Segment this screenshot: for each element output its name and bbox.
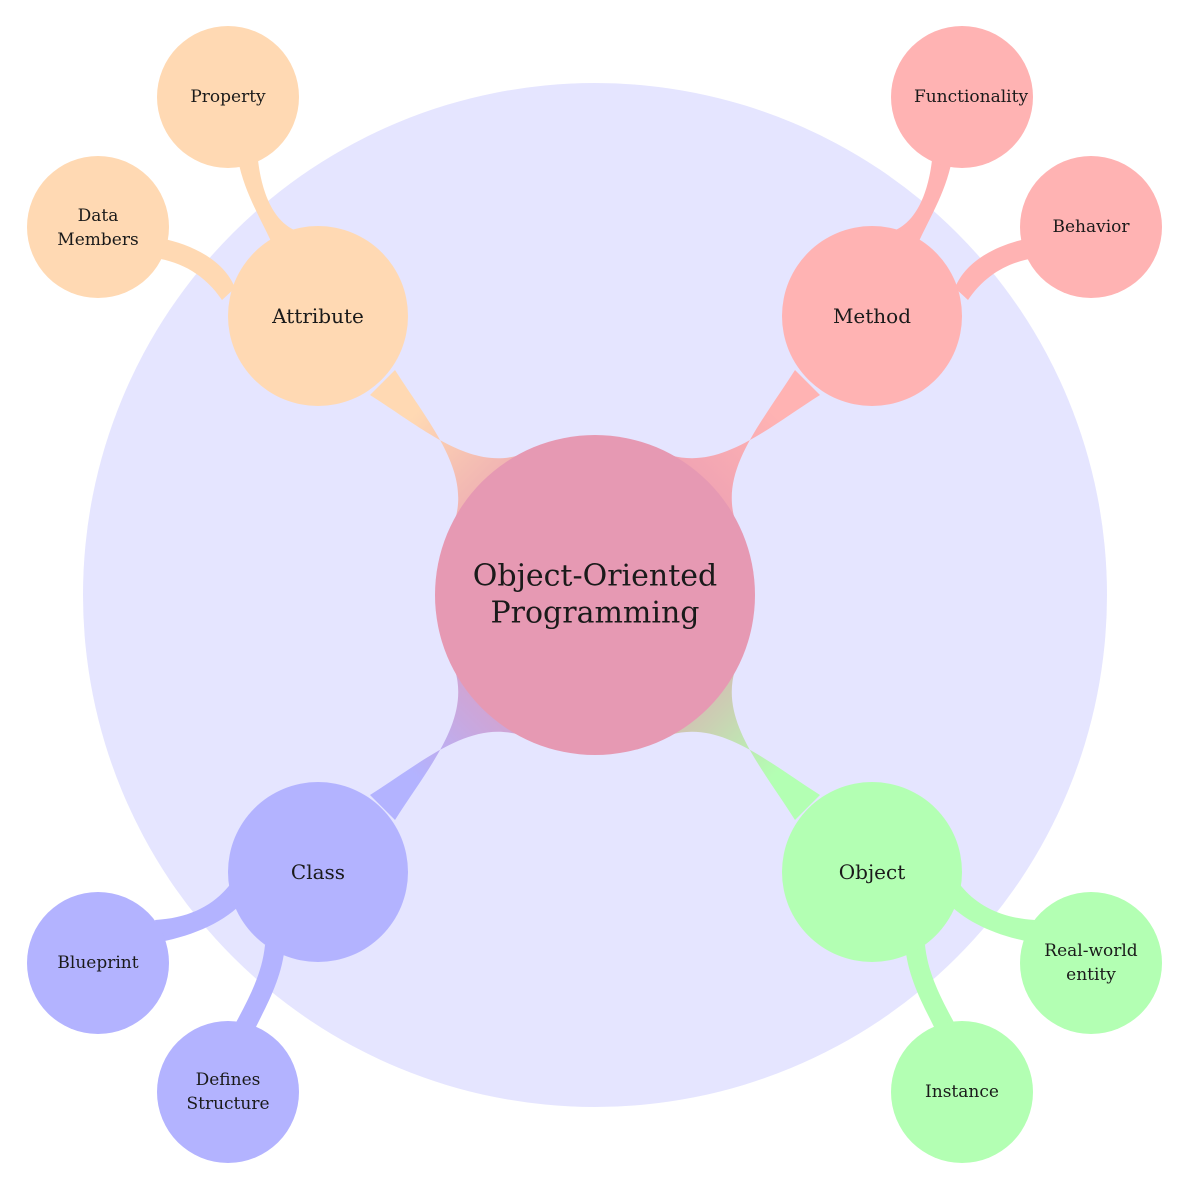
leaf-node-data-members: Data Members [27,156,169,298]
leaf-label: Instance [925,1082,999,1102]
leaf-label-line-2: entity [1066,965,1116,985]
connector-attribute-property [238,160,300,250]
leaf-label-line-2: Members [57,230,138,250]
leaf-circle [1020,892,1162,1034]
branch-label: Method [833,304,911,328]
leaf-label-line-1: Data [78,206,119,226]
branch-node-object: Object [782,782,962,962]
branch-circle [782,226,962,406]
connector-object-instance [905,945,958,1035]
leaf-circle [891,26,1033,168]
connector-class-blueprint [155,882,245,942]
leaf-node-real-world-entity: Real-world entity [1020,892,1162,1034]
branch-label: Object [839,860,905,884]
leaf-node-behavior: Behavior [1020,156,1162,298]
branch-circle [228,226,408,406]
leaf-node-functionality: Functionality [891,26,1033,168]
leaf-circle [1020,156,1162,298]
branch-label: Class [291,860,345,884]
branch-node-method: Method [782,226,962,406]
center-node: Object-Oriented Programming [435,435,755,755]
leaf-node-blueprint: Blueprint [27,892,169,1034]
branch-circle [228,782,408,962]
connector-object-real-world-entity [945,882,1035,942]
leaf-label: Functionality [914,87,1029,107]
connector-attribute-data-members [155,238,235,300]
leaf-label: Blueprint [57,953,138,973]
branch-label: Attribute [271,304,364,328]
leaf-circle [157,26,299,168]
leaf-label-line-2: Structure [186,1094,269,1114]
leaf-node-instance: Instance [891,1021,1033,1163]
center-node-label-line-2: Programming [490,596,699,631]
connector-method-functionality [890,160,952,250]
leaf-node-defines-structure: Defines Structure [157,1021,299,1163]
connector-class-defines-structure [232,945,285,1035]
leaf-label-line-1: Defines [196,1070,261,1090]
leaf-circle [891,1021,1033,1163]
leaf-label: Property [190,87,266,107]
leaf-node-property: Property [157,26,299,168]
leaf-label-line-1: Real-world [1044,941,1138,961]
leaf-circle [27,156,169,298]
branch-circle [782,782,962,962]
center-node-circle [435,435,755,755]
leaf-label: Behavior [1052,217,1130,237]
branch-node-class: Class [228,782,408,962]
branch-node-attribute: Attribute [228,226,408,406]
center-node-label-line-1: Object-Oriented [473,559,717,594]
connector-method-behavior [955,238,1035,300]
leaf-circle [157,1021,299,1163]
leaf-circle [27,892,169,1034]
